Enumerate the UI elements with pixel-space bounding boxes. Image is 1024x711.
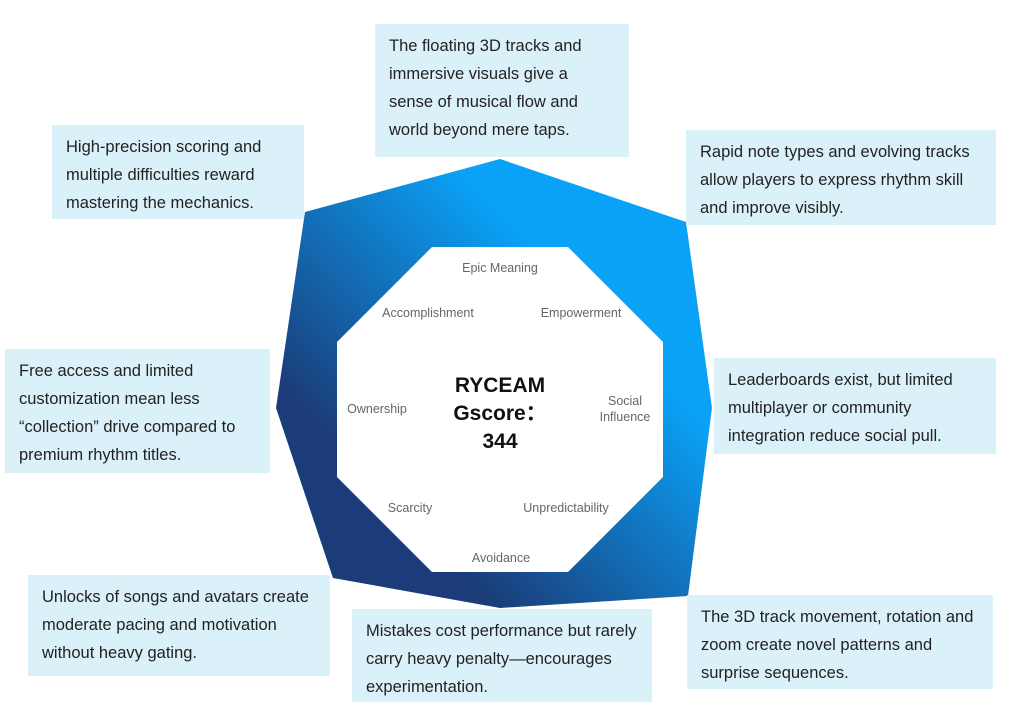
- label-epic-meaning: Epic Meaning: [462, 261, 538, 275]
- label-avoidance: Avoidance: [471, 551, 531, 565]
- inner-octagon: [337, 247, 663, 572]
- label-accomplishment: Accomplishment: [382, 306, 474, 320]
- label-ownership: Ownership: [347, 402, 407, 416]
- label-empowerment: Empowerment: [540, 306, 622, 320]
- note-ownership: Free access and limited customization me…: [5, 349, 270, 473]
- note-social-influence: Leaderboards exist, but limited multipla…: [714, 358, 996, 454]
- center-score-label: Gscore：: [453, 402, 547, 425]
- center-title: RYCEAM: [454, 374, 546, 397]
- note-avoidance: Mistakes cost performance but rarely car…: [352, 609, 652, 702]
- center-score-value: 344: [482, 430, 518, 453]
- label-influence: Influence: [599, 410, 651, 424]
- label-social: Social: [607, 394, 643, 408]
- label-scarcity: Scarcity: [387, 501, 433, 515]
- center-score: RYCEAM Gscore： 344: [453, 372, 546, 456]
- note-unpredictability: The 3D track movement, rotation and zoom…: [687, 595, 993, 689]
- note-epic-meaning: The floating 3D tracks and immersive vis…: [375, 24, 629, 157]
- label-unpredictability: Unpredictability: [523, 501, 609, 515]
- note-scarcity: Unlocks of songs and avatars create mode…: [28, 575, 330, 676]
- note-accomplishment: High-precision scoring and multiple diff…: [52, 125, 304, 219]
- note-empowerment: Rapid note types and evolving tracks all…: [686, 130, 996, 225]
